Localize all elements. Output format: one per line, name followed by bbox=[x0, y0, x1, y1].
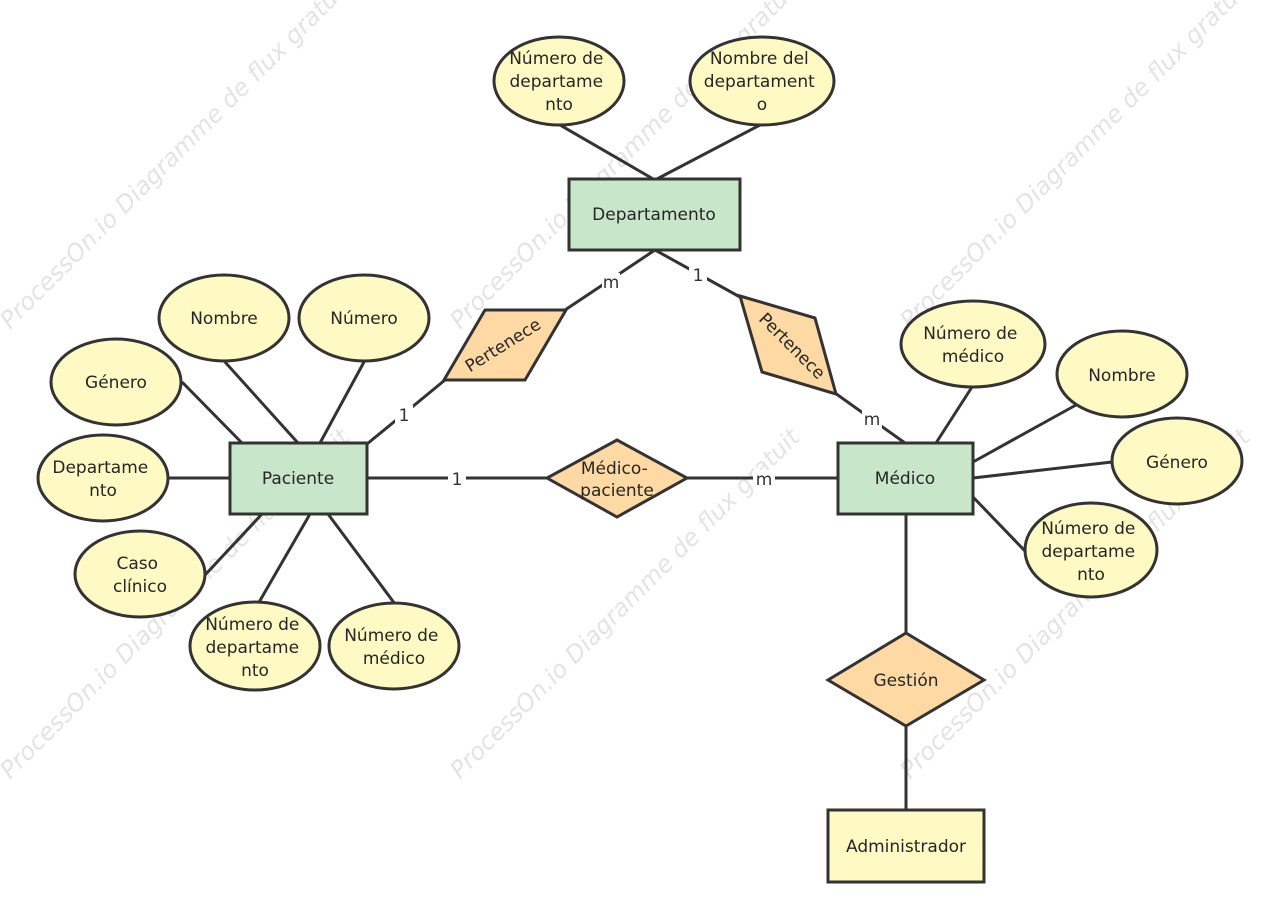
svg-text:Nombre del departament: Nombre del departament o bbox=[704, 49, 820, 115]
entity-administrador[interactable]: Administrador bbox=[826, 808, 986, 884]
svg-text:Número de médico: Número de médico bbox=[344, 626, 444, 669]
attribute-medico-nombre: Nombre bbox=[1055, 329, 1189, 419]
svg-text:Número de médico: Número de médico bbox=[923, 324, 1023, 367]
edge bbox=[180, 380, 244, 445]
edge bbox=[559, 123, 656, 182]
attribute-label: clínico bbox=[113, 577, 167, 597]
attribute-paciente-numero-medico: Número de médico bbox=[327, 601, 461, 691]
attribute-label: nto bbox=[545, 95, 573, 115]
entity-label: Médico bbox=[875, 469, 935, 489]
attribute-label: Número bbox=[330, 309, 398, 329]
entity-label: Administrador bbox=[846, 837, 966, 857]
relationship-label: paciente bbox=[580, 481, 654, 501]
attribute-label: Género bbox=[85, 373, 147, 393]
relationship-pertenece-medico[interactable]: Pertenece bbox=[737, 293, 839, 397]
edge bbox=[203, 512, 264, 577]
attribute-departamento-nombre: Nombre del departament o bbox=[688, 35, 836, 127]
watermark-text: ProcessOn.io Diagramme de flux gratuit bbox=[0, 0, 356, 334]
attribute-medico-numero-departamento: Número de departame nto bbox=[1023, 501, 1159, 599]
attribute-label: nto bbox=[89, 481, 117, 501]
attribute-medico-genero: Género bbox=[1110, 416, 1244, 506]
cardinality-label: m bbox=[603, 273, 620, 293]
edge bbox=[654, 123, 761, 182]
edges bbox=[168, 123, 1113, 810]
svg-text:Caso clínico: Caso clínico bbox=[113, 554, 167, 597]
cardinalities: m 1 1 m 1 m bbox=[395, 265, 882, 490]
attribute-paciente-nombre: Nombre bbox=[157, 273, 291, 363]
attribute-label: Caso bbox=[117, 554, 159, 574]
attribute-label: Nombre del bbox=[710, 49, 809, 69]
attribute-label: Número de bbox=[509, 49, 603, 69]
attribute-label: Departame bbox=[52, 458, 148, 478]
relationship-label: Gestión bbox=[873, 671, 938, 691]
edge bbox=[971, 495, 1027, 553]
edge bbox=[934, 386, 974, 444]
attribute-label: nto bbox=[1077, 565, 1105, 585]
relationship-pertenece-paciente[interactable]: Pertenece bbox=[441, 308, 569, 382]
edge bbox=[972, 460, 1113, 480]
entity-paciente[interactable]: Paciente bbox=[228, 441, 369, 516]
attribute-label: médico bbox=[363, 649, 425, 669]
attribute-label: Nombre bbox=[190, 309, 258, 329]
edge bbox=[326, 513, 397, 605]
attribute-label: o bbox=[757, 95, 767, 115]
relationship-medico-paciente[interactable]: Médico- paciente bbox=[543, 438, 691, 519]
attribute-paciente-genero: Género bbox=[49, 337, 183, 427]
attribute-label: Número de bbox=[1041, 519, 1135, 539]
attribute-label: departame bbox=[1042, 542, 1136, 562]
cardinality-label: 1 bbox=[399, 406, 410, 426]
attribute-label: Género bbox=[1146, 453, 1208, 473]
entity-departamento[interactable]: Departamento bbox=[567, 177, 742, 252]
edge bbox=[972, 403, 1077, 464]
cardinality-label: 1 bbox=[452, 470, 463, 490]
svg-text:Número de departame: Número de departame nto bbox=[1041, 519, 1141, 585]
entity-medico[interactable]: Médico bbox=[836, 441, 975, 516]
edge bbox=[256, 513, 312, 605]
relationship-gestion[interactable]: Gestión bbox=[825, 631, 987, 728]
attribute-paciente-numero: Número bbox=[297, 273, 431, 363]
attribute-paciente-numero-departamento: Número de departame nto bbox=[188, 600, 322, 692]
attribute-label: Nombre bbox=[1088, 366, 1156, 386]
attribute-departamento-numero: Número de departame nto bbox=[492, 35, 626, 127]
attribute-medico-numero-medico: Número de médico bbox=[899, 299, 1047, 389]
edge bbox=[223, 360, 300, 445]
attribute-paciente-caso-clinico: Caso clínico bbox=[73, 529, 207, 619]
svg-text:Número de departame: Número de departame nto bbox=[205, 615, 305, 681]
relationship-label: Médico- bbox=[581, 459, 648, 479]
svg-text:Departame nto: Departame nto bbox=[52, 458, 153, 501]
attribute-label: Número de bbox=[205, 615, 299, 635]
svg-text:Médico- paciente: Médico- paciente bbox=[580, 459, 654, 501]
attribute-label: médico bbox=[942, 347, 1004, 367]
cardinality-label: m bbox=[864, 410, 881, 430]
cardinality-label: m bbox=[756, 470, 773, 490]
attribute-paciente-departamento: Departame nto bbox=[36, 433, 170, 523]
svg-text:Número de departame: Número de departame nto bbox=[509, 49, 609, 115]
attribute-label: nto bbox=[241, 661, 269, 681]
attribute-label: departame bbox=[206, 638, 300, 658]
edge bbox=[318, 361, 366, 444]
attribute-label: departame bbox=[510, 72, 604, 92]
attribute-label: Número de bbox=[344, 626, 438, 646]
entity-label: Departamento bbox=[592, 205, 716, 225]
attribute-label: Número de bbox=[923, 324, 1017, 344]
entity-label: Paciente bbox=[262, 469, 334, 489]
cardinality-label: 1 bbox=[693, 266, 704, 286]
watermark-text: ProcessOn.io Diagramme de flux gratuit bbox=[894, 0, 1256, 334]
attribute-label: departament bbox=[704, 72, 815, 92]
